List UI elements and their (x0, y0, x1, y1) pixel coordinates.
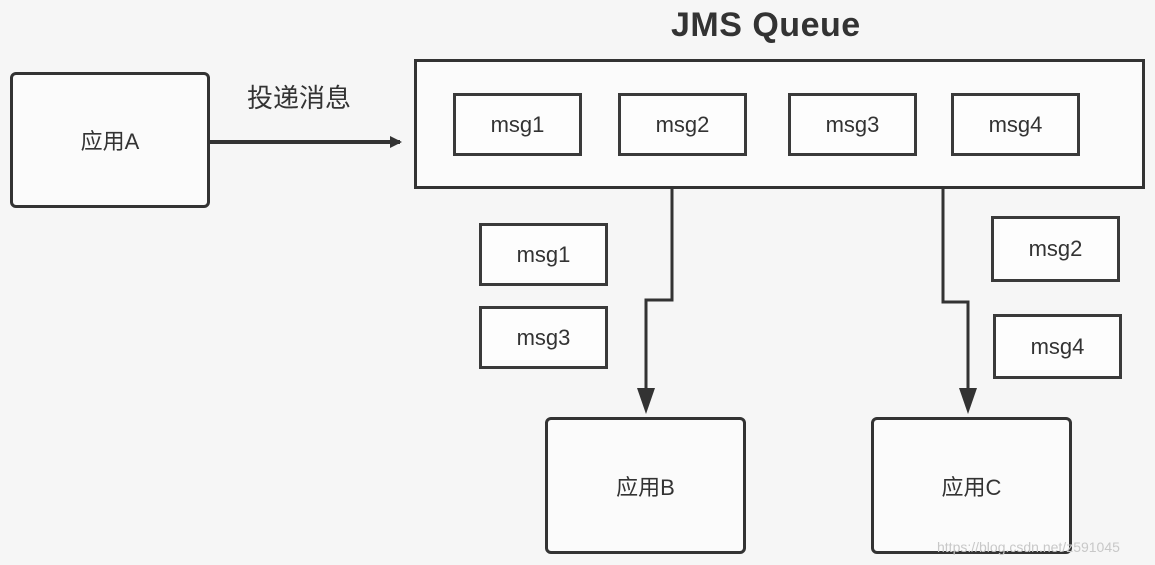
queue-message: msg1 (453, 93, 582, 156)
consumer-b-app-box: 应用B (545, 417, 746, 554)
consumer-b-message-label: msg3 (516, 324, 571, 350)
consumer-b-message: msg1 (479, 223, 608, 286)
consumer-b-app-label: 应用B (616, 474, 675, 500)
queue-message: msg2 (618, 93, 747, 156)
consumer-c-app-box: 应用C (871, 417, 1072, 554)
arrow-queue-to-consumer-c (941, 188, 970, 402)
consumer-c-message: msg2 (991, 216, 1120, 282)
arrowhead-consumer-c (959, 388, 977, 414)
consumer-c-message: msg4 (993, 314, 1122, 379)
queue-message-label: msg2 (655, 111, 710, 137)
consumer-c-message-label: msg4 (1030, 333, 1085, 359)
queue-message: msg4 (951, 93, 1080, 156)
queue-message-label: msg4 (988, 111, 1043, 137)
watermark-text: https://blog.csdn.net/z591045 (937, 539, 1120, 555)
queue-title: JMS Queue (671, 6, 861, 44)
consumer-b-message: msg3 (479, 306, 608, 369)
queue-message-label: msg3 (825, 111, 880, 137)
consumer-c-message-label: msg2 (1028, 236, 1083, 261)
queue-message-label: msg1 (490, 111, 545, 137)
deliver-message-label: 投递消息 (247, 83, 352, 113)
arrow-queue-to-consumer-b (644, 183, 674, 402)
queue-message: msg3 (788, 93, 917, 156)
producer-app-label: 应用A (80, 129, 140, 154)
consumer-b-message-label: msg1 (516, 241, 571, 267)
consumer-c-app-label: 应用C (941, 474, 1002, 500)
arrowhead-consumer-b (637, 388, 655, 414)
producer-app-box: 应用A (10, 72, 210, 208)
